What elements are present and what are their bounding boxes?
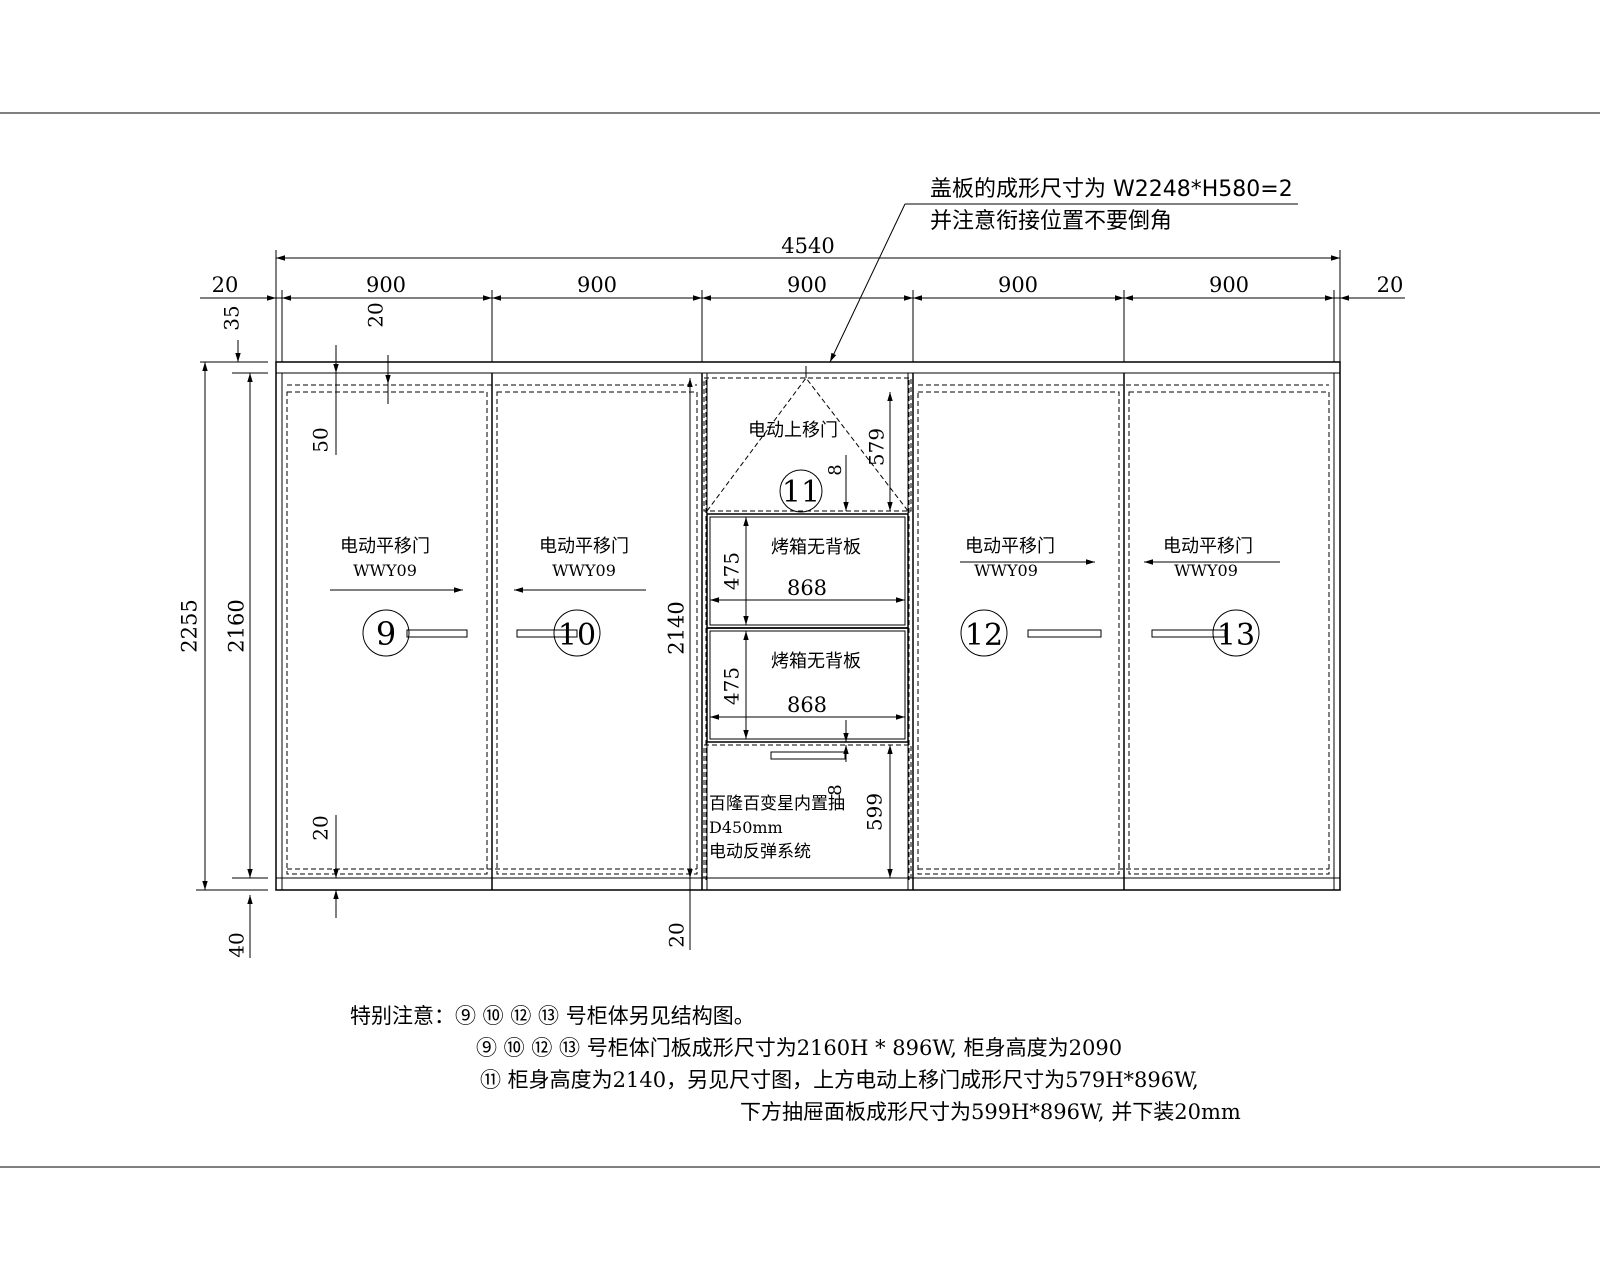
dim-top-offset: 35 xyxy=(220,305,244,330)
cabinet-number-11: 11 xyxy=(782,475,820,510)
dim-bay-4: 900 xyxy=(998,273,1038,297)
drawer-line-3: 电动反弹系统 xyxy=(709,842,811,862)
door-12-label: 电动平移门 xyxy=(965,536,1055,557)
door-10-handle xyxy=(516,629,578,638)
dim-upper-gap: 8 xyxy=(825,464,846,475)
door-13-model: WWY09 xyxy=(1174,561,1238,580)
door-12-handle xyxy=(1027,629,1102,638)
oven-shelf-1-label: 烤箱无背板 xyxy=(771,537,861,558)
note-line-4: 下方抽屉面板成形尺寸为599H*896W, 并下装20mm xyxy=(740,1100,1241,1124)
drawer-line-2: D450mm xyxy=(709,818,783,837)
door-13-number: 13 xyxy=(1217,618,1255,653)
note-line-3: ⑪ 柜身高度为2140，另见尺寸图，上方电动上移门成形尺寸为579H*896W, xyxy=(480,1068,1199,1092)
dim-oven-shelf-1-height: 475 xyxy=(720,552,744,590)
dim-inner-top: 50 xyxy=(309,427,333,452)
door-13-label: 电动平移门 xyxy=(1163,536,1253,557)
door-bay-hidden-lines xyxy=(286,380,1330,880)
door-9-handle xyxy=(406,629,468,638)
door-13-number-circle xyxy=(1212,609,1260,657)
dim-overall-height: 2255 xyxy=(178,599,202,652)
dim-right-margin: 20 xyxy=(1377,273,1404,297)
oven-shelf-1-inner xyxy=(709,516,906,626)
note-line-2: ⑨ ⑩ ⑫ ⑬ 号柜体门板成形尺寸为2160H * 896W, 柜身高度为209… xyxy=(476,1036,1123,1060)
dim-bottom-gap: 20 xyxy=(309,815,333,840)
dim-left-margin: 20 xyxy=(212,273,239,297)
door-12-number-circle xyxy=(960,609,1008,657)
door-13-handle xyxy=(1151,629,1226,638)
door-9-model: WWY09 xyxy=(353,561,417,580)
dim-bay-1: 900 xyxy=(366,273,406,297)
special-notes: 特别注意：⑨ ⑩ ⑫ ⑬ 号柜体另见结构图。 ⑨ ⑩ ⑫ ⑬ 号柜体门板成形尺寸… xyxy=(350,1000,1241,1128)
dim-bottom-base: 40 xyxy=(225,932,249,957)
callout-line-2: 并注意衔接位置不要倒角 xyxy=(930,209,1172,234)
door-10-number-circle xyxy=(553,609,601,657)
top-row-ticks xyxy=(281,290,1335,362)
door-9-label: 电动平移门 xyxy=(340,536,430,557)
door-12-number: 12 xyxy=(965,618,1003,653)
drawer-front xyxy=(703,744,912,879)
callout-leader xyxy=(829,203,906,363)
upper-door-label: 电动上移门 xyxy=(748,420,838,441)
dim-bay-2: 900 xyxy=(577,273,617,297)
door-9-number: 9 xyxy=(376,615,396,653)
oven-shelf-2-inner xyxy=(709,630,906,740)
dim-door-height: 2160 xyxy=(225,599,249,652)
dim-upper-door-height: 579 xyxy=(865,428,889,466)
door-12-model: WWY09 xyxy=(974,561,1038,580)
dim-middle-height: 2140 xyxy=(665,601,689,654)
door-10-label: 电动平移门 xyxy=(539,536,629,557)
dim-drawer-height: 599 xyxy=(863,793,887,831)
dim-bay-3: 900 xyxy=(787,273,827,297)
door-9-number-circle xyxy=(362,609,410,657)
drawer-line-1: 百隆百变星内置抽 xyxy=(709,794,845,814)
door-10-number: 10 xyxy=(558,618,596,653)
door-10-model: WWY09 xyxy=(552,561,616,580)
oven-shelf-2-frame xyxy=(706,627,909,743)
overall-width-label: 4540 xyxy=(781,234,834,258)
dim-oven-shelf-2-width: 868 xyxy=(787,693,827,717)
cabinet-number-11-circle xyxy=(779,469,823,513)
dim-bay-5: 900 xyxy=(1209,273,1249,297)
callout-line-1: 盖板的成形尺寸为 W2248*H580=2 xyxy=(930,177,1293,202)
dim-top-gap: 20 xyxy=(364,302,388,327)
dim-oven-shelf-1-width: 868 xyxy=(787,576,827,600)
dim-middle-bottom: 20 xyxy=(665,922,689,947)
dim-drawer-gap: 8 xyxy=(825,784,846,795)
dim-oven-shelf-2-height: 475 xyxy=(720,667,744,705)
drawer-handle xyxy=(770,751,846,760)
cabinet-outline xyxy=(275,361,1341,891)
note-line-1: 特别注意：⑨ ⑩ ⑫ ⑬ 号柜体另见结构图。 xyxy=(350,1004,755,1028)
oven-shelf-2-label: 烤箱无背板 xyxy=(771,651,861,672)
